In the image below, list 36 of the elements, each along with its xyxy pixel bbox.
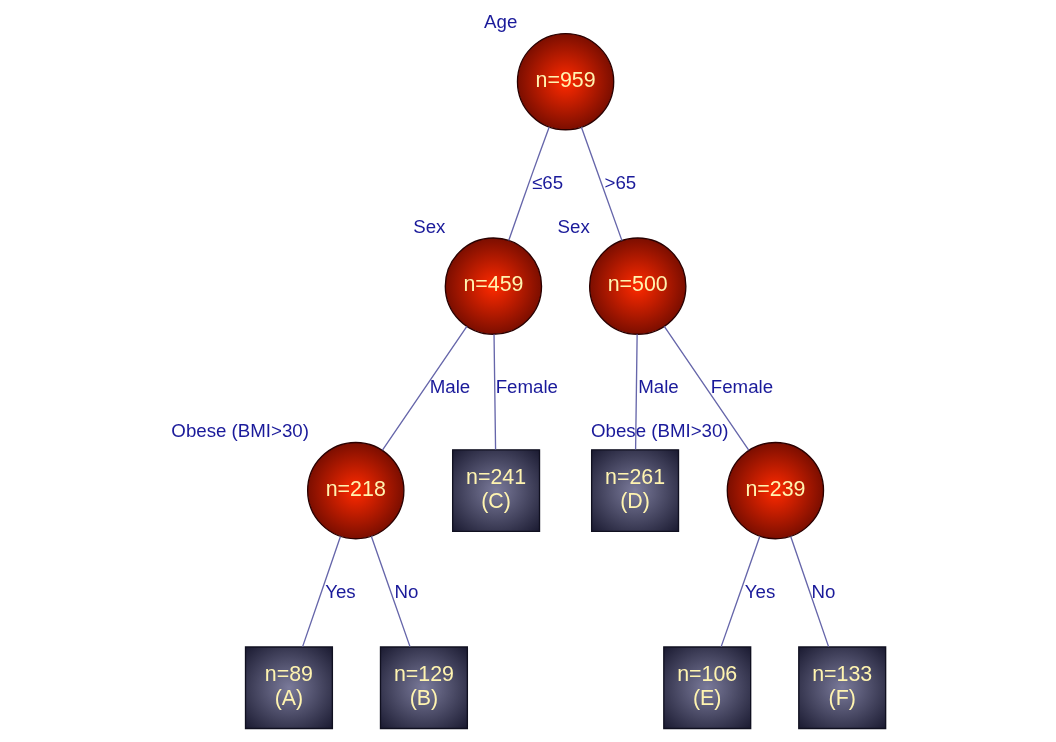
node-label: Age xyxy=(483,11,517,33)
connector xyxy=(789,535,829,648)
connector xyxy=(301,535,341,648)
connector xyxy=(663,325,749,451)
edge-label: Female xyxy=(495,376,558,398)
node-box: n=261 (D) xyxy=(590,449,679,533)
connector xyxy=(370,535,411,648)
node-label: Obese (BMI>30) xyxy=(590,420,729,442)
node-label: Obese (BMI>30) xyxy=(170,420,309,442)
edge-label: ≤65 xyxy=(531,171,563,193)
node-circle: n=959 xyxy=(516,32,614,131)
edge-label: No xyxy=(811,580,835,602)
node-label: Sex xyxy=(412,215,445,237)
node-box: n=129 (B) xyxy=(379,646,468,730)
node-box: n=133 (F) xyxy=(797,646,886,730)
edge-label: Yes xyxy=(324,580,356,602)
node-circle: n=500 xyxy=(588,237,687,335)
node-label: Sex xyxy=(557,215,590,237)
edge-label: Male xyxy=(429,376,470,398)
node-box: n=241 (C) xyxy=(451,449,540,533)
node-box: n=89 (A) xyxy=(244,646,333,730)
connector xyxy=(580,126,623,242)
node-box: n=106 (E) xyxy=(662,646,751,730)
connector xyxy=(492,333,496,451)
edge-label: Female xyxy=(710,376,773,398)
connector xyxy=(381,325,468,451)
node-circle: n=218 xyxy=(306,441,405,540)
edge-label: Yes xyxy=(744,580,775,602)
connector xyxy=(634,333,638,451)
node-circle: n=459 xyxy=(444,237,542,335)
edge-label: >65 xyxy=(604,171,636,193)
edge-label: No xyxy=(394,580,418,602)
connector xyxy=(720,535,760,648)
node-circle: n=239 xyxy=(726,441,824,540)
edge-label: Male xyxy=(637,376,679,398)
connector xyxy=(507,126,550,242)
